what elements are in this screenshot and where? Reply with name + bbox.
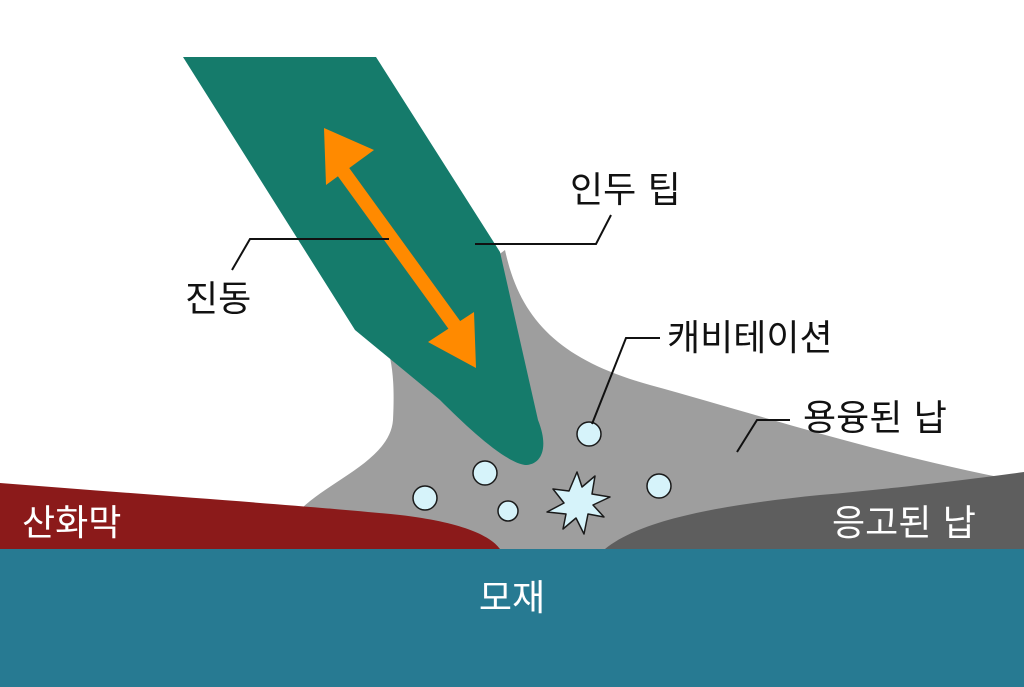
solidified-solder-region [605, 472, 1024, 549]
bubble [576, 421, 602, 447]
bursting-bubble [546, 471, 611, 535]
cavitation-bubbles [412, 421, 672, 522]
label-molten-solder: 용융된 납 [803, 398, 947, 439]
vibration-arrow [324, 128, 476, 368]
bubble [497, 500, 519, 522]
base-metal-region [0, 549, 1024, 687]
bubble [412, 485, 438, 511]
leader-molten-solder [736, 419, 790, 453]
bubble [472, 460, 498, 486]
leader-vibration [231, 238, 389, 271]
oxide-film-region [0, 483, 500, 549]
label-solidified-solder: 응고된 납 [832, 503, 976, 544]
label-tip: 인두 팁 [570, 170, 681, 211]
label-base-metal: 모재 [479, 578, 545, 619]
label-oxide-film: 산화막 [22, 503, 121, 544]
leader-cavitation [591, 337, 660, 425]
label-vibration: 진동 [185, 279, 251, 320]
label-cavitation: 캐비테이션 [667, 318, 833, 359]
leader-tip [475, 214, 612, 245]
soldering-tip [183, 57, 544, 465]
bubble [646, 473, 672, 499]
